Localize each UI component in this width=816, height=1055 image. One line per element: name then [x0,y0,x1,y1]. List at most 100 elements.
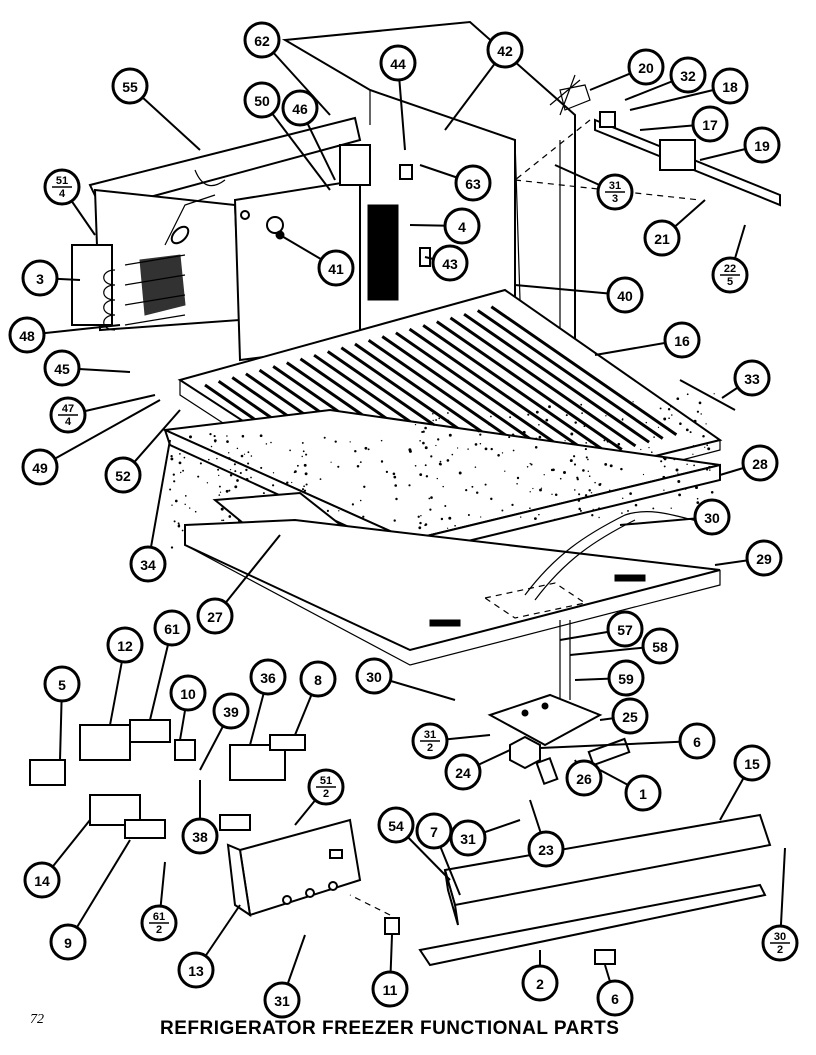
callout-number: 48 [19,328,35,344]
control-housing [226,818,362,918]
callout-62: 62 [243,21,281,59]
callout-number: 50 [254,93,270,109]
callout-52: 52 [104,456,142,494]
callout-28: 28 [741,444,779,482]
callout-31: 31 [263,981,301,1019]
callout-2: 2 [521,964,559,1002]
callout-number: 23 [538,842,554,858]
wire-harness [524,511,716,700]
callout-number: 45 [54,361,70,377]
callout-number: 17 [702,117,718,133]
callout-38: 38 [181,817,219,855]
callout-32: 32 [669,56,707,94]
callout-14: 14 [23,861,61,899]
callout-61: 61 [153,609,191,647]
callout-number: 2 [536,976,544,992]
callout-number: 58 [652,639,668,655]
callout-number: 30 [366,669,382,685]
callout-24: 24 [444,753,482,791]
callout-number: 19 [754,138,770,154]
callout-15: 15 [733,744,771,782]
callout-1: 1 [624,774,662,812]
callout-number: 9 [64,935,72,951]
callout-number: 1 [639,786,647,802]
callout-31: 31 [449,819,487,857]
callout-number: 13 [188,963,204,979]
callout-number: 33 [744,371,760,387]
callout-number: 39 [223,704,239,720]
callout-number: 41 [328,261,344,277]
callout-number: 55 [122,79,138,95]
callout-quantity: 2 [156,924,162,936]
callout-7: 7 [415,812,453,850]
callout-40: 40 [606,276,644,314]
callout-6: 6 [678,722,716,760]
callout-59: 59 [607,659,645,697]
callout-23: 23 [527,830,565,868]
callout-10: 10 [169,674,207,712]
callout-number: 38 [192,829,208,845]
callout-number: 49 [32,460,48,476]
callout-number: 18 [722,79,738,95]
callout-8: 8 [299,660,337,698]
callout-number: 12 [117,638,133,654]
callout-9: 9 [49,923,87,961]
callout-number: 15 [744,756,760,772]
callout-quantity: 4 [59,188,66,200]
callout-48: 48 [8,316,46,354]
callout-number: 30 [774,931,786,943]
callout-number: 31 [609,180,621,192]
callout-21: 21 [643,219,681,257]
callout-number: 21 [654,231,670,247]
callout-number: 63 [465,176,481,192]
callout-46: 46 [281,89,319,127]
callout-number: 28 [752,456,768,472]
callout-number: 42 [497,43,513,59]
callout-57: 57 [606,610,644,648]
callout-number: 10 [180,686,196,702]
callout-number: 43 [442,256,458,272]
callout-number: 11 [383,982,398,998]
callout-30: 30 [355,657,393,695]
callout-number: 46 [292,101,308,117]
callout-34: 34 [129,545,167,583]
callout-number: 51 [56,175,68,187]
callout-39: 39 [212,692,250,730]
callout-number: 8 [314,672,322,688]
callout-quantity: 4 [65,416,72,428]
callout-number: 27 [207,609,223,625]
callout-number: 6 [611,991,619,1007]
callout-29: 29 [745,539,783,577]
callout-number: 5 [58,677,66,693]
callout-number: 59 [618,671,634,687]
divider-insulation [161,393,721,557]
callout-4: 4 [443,207,481,245]
callout-12: 12 [106,626,144,664]
callout-58: 58 [641,627,679,665]
callout-number: 32 [680,68,696,84]
callout-20: 20 [627,48,665,86]
callout-number: 40 [617,288,633,304]
callout-43: 43 [431,244,469,282]
callout-number: 3 [36,271,44,287]
callout-13: 13 [177,951,215,989]
callout-36: 36 [249,658,287,696]
callout-49: 49 [21,448,59,486]
callout-number: 7 [430,824,438,840]
callout-number: 20 [638,60,654,76]
callout-number: 22 [724,263,736,275]
callout-number: 34 [140,557,156,573]
callout-30-2: 302 [761,924,799,962]
damper-housing [487,693,631,786]
callout-3: 3 [21,259,59,297]
callout-quantity: 2 [427,742,433,754]
callout-number: 62 [254,33,270,49]
callout-number: 57 [617,622,633,638]
callout-number: 54 [388,818,404,834]
callout-54: 54 [377,806,415,844]
callout-number: 6 [693,734,701,750]
callout-41: 41 [317,249,355,287]
callout-42: 42 [486,31,524,69]
callout-31-3: 313 [596,173,634,211]
leader-line [539,740,698,749]
